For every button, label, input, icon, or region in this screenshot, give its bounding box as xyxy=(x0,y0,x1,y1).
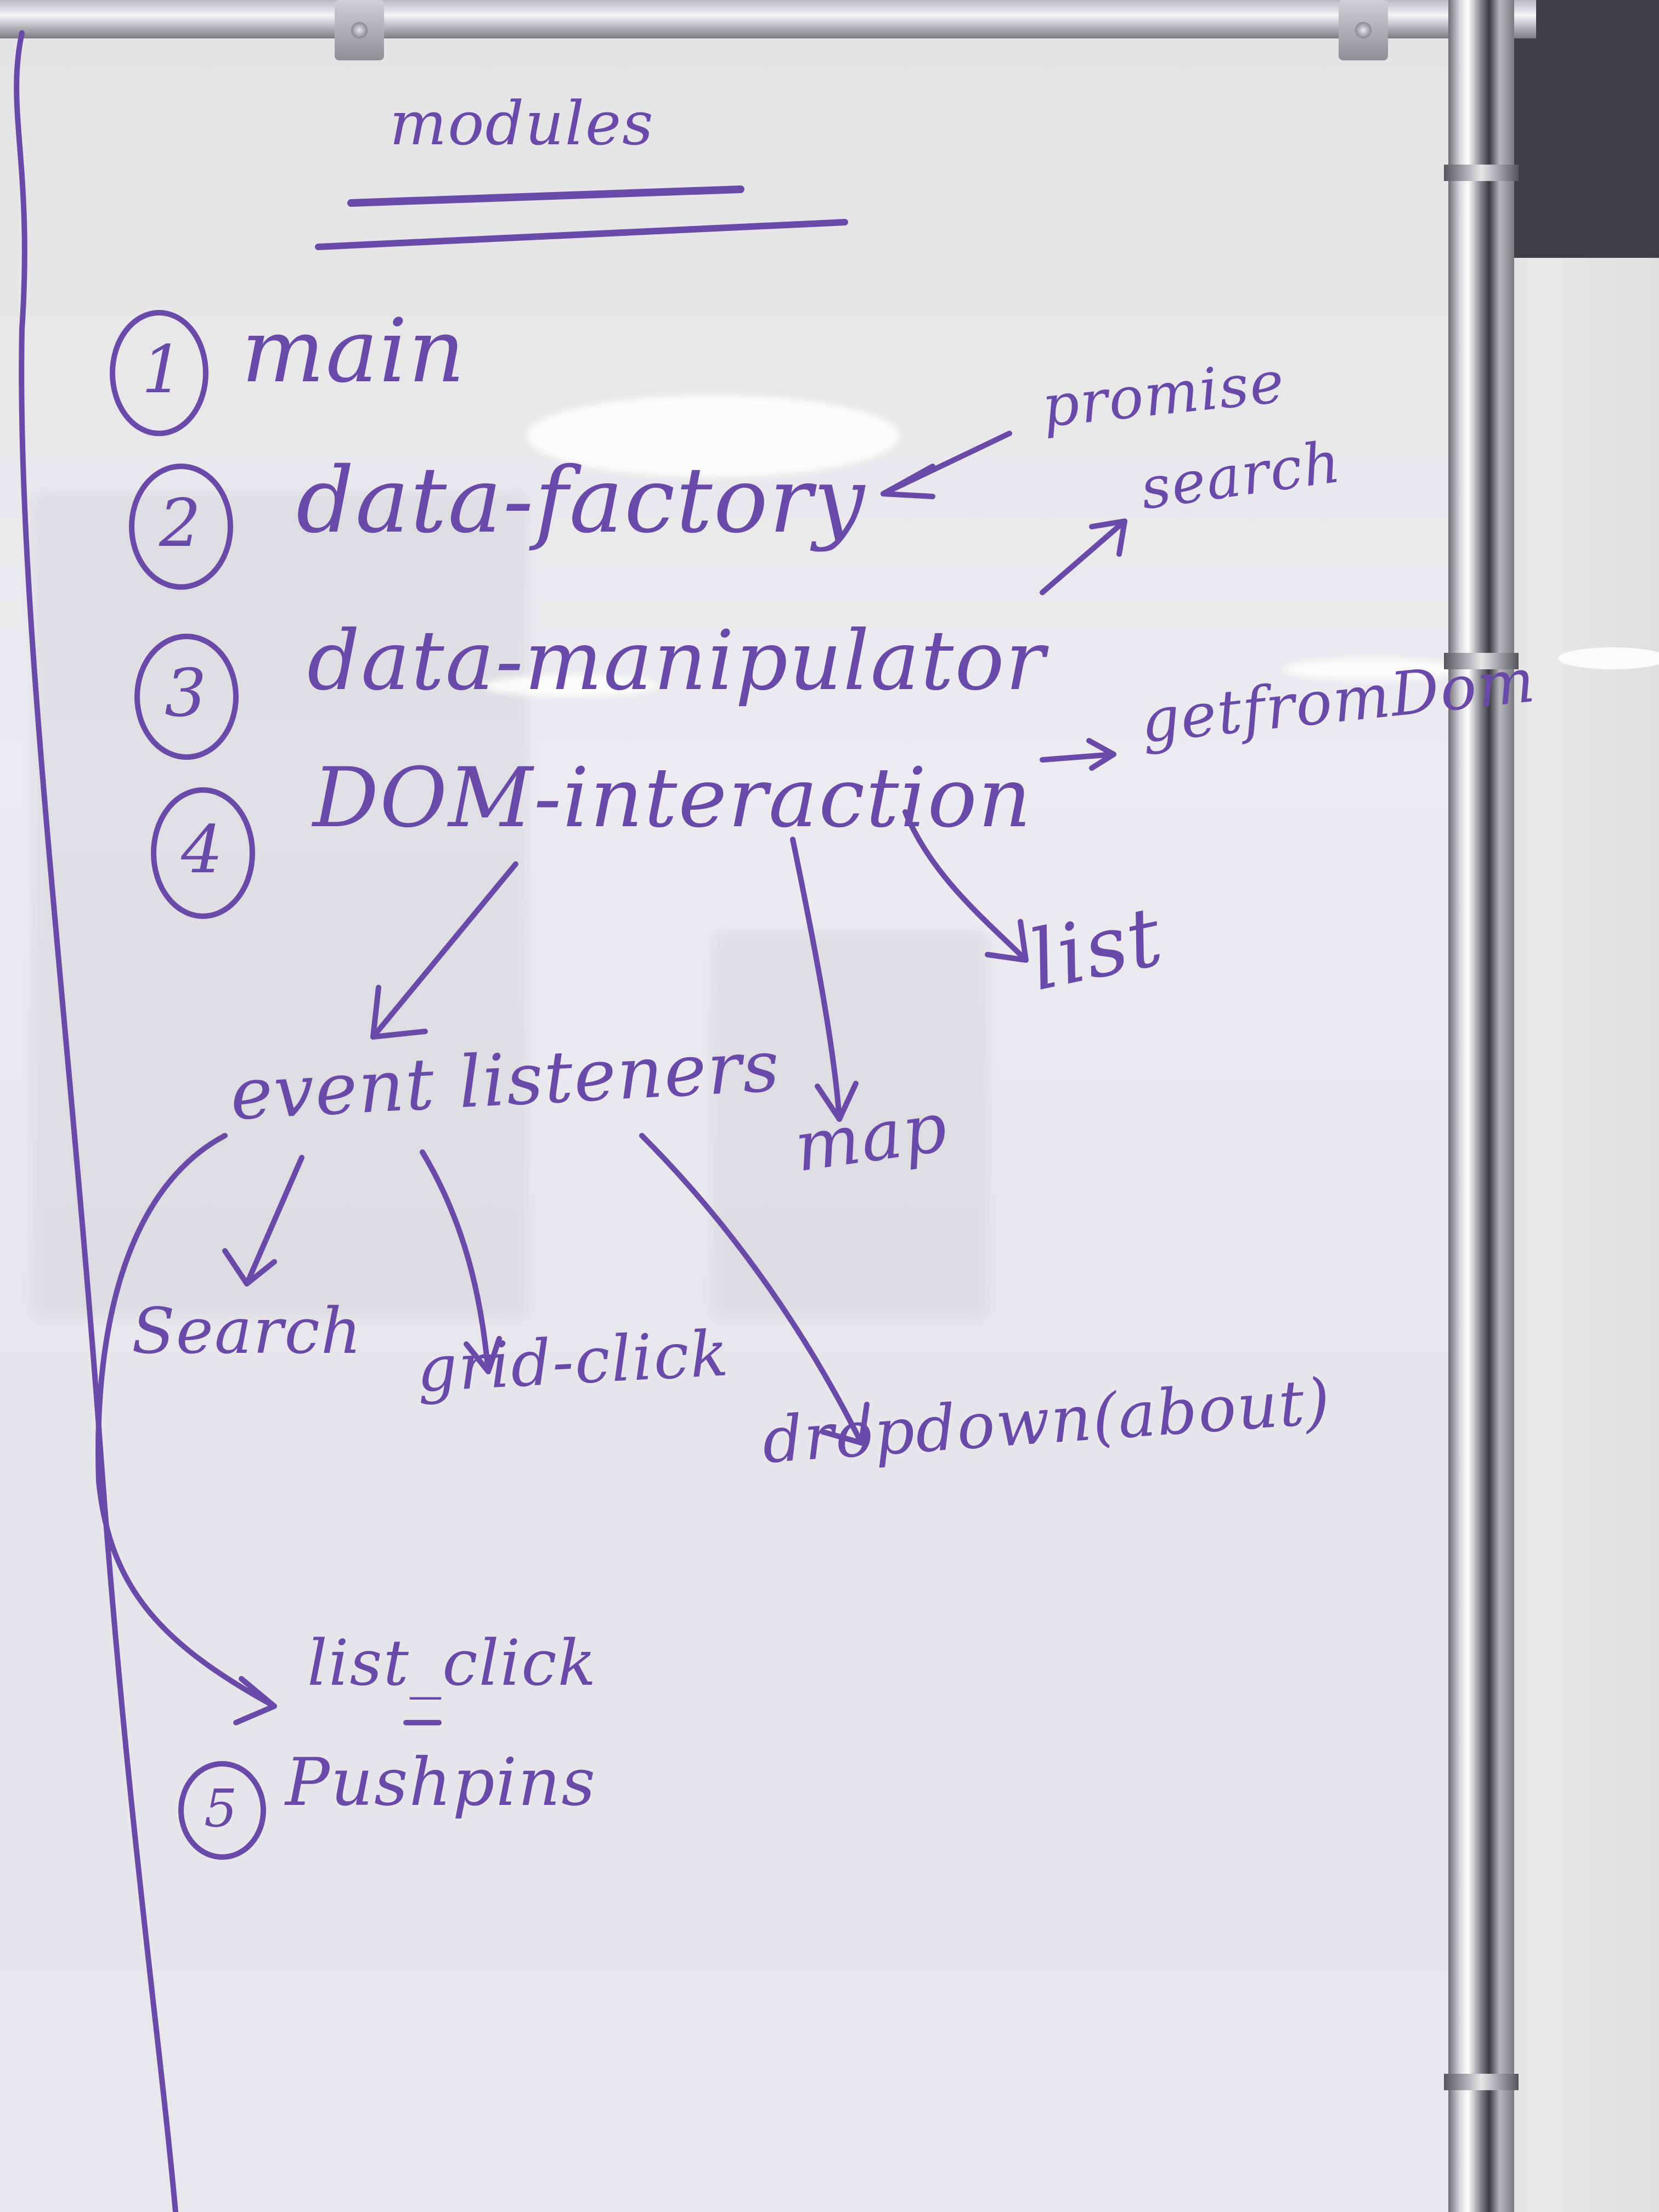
search-handler-arrow xyxy=(244,1155,304,1286)
module-number-4: 4 xyxy=(181,812,223,888)
event-listeners-arrow xyxy=(370,861,518,1040)
arrow-head xyxy=(464,1336,502,1374)
light-glare xyxy=(527,395,900,477)
board-clip xyxy=(1339,0,1388,60)
arrow-head xyxy=(233,1676,277,1725)
arrow-head xyxy=(222,1248,277,1286)
module-number-5: 5 xyxy=(204,1779,238,1839)
ceiling-light xyxy=(1558,647,1659,669)
board-clip xyxy=(335,0,384,60)
module-main: main xyxy=(241,300,466,402)
arrow-head xyxy=(820,1402,870,1446)
heading-modules: modules xyxy=(390,88,654,159)
arrow-head xyxy=(815,1081,859,1122)
search-arrow xyxy=(1040,518,1127,595)
heading-underline xyxy=(315,219,848,250)
module-number-1: 1 xyxy=(142,332,184,408)
module-dom-interaction: DOM-interaction xyxy=(313,751,1032,846)
note-map: map xyxy=(789,1087,953,1188)
number-circle xyxy=(178,1761,266,1860)
number-circle xyxy=(110,310,208,436)
arrow-head xyxy=(1089,518,1127,557)
pole-joint xyxy=(1444,165,1519,181)
pole-joint xyxy=(1444,653,1519,669)
stand-pole xyxy=(1444,0,1519,2212)
module-number-2: 2 xyxy=(159,486,201,562)
arrow-head xyxy=(881,464,935,499)
margin-line xyxy=(14,30,178,2212)
light-glare xyxy=(483,675,658,697)
number-circle xyxy=(129,464,233,590)
module-data-manipulator: data-manipulator xyxy=(307,613,1046,709)
reflection xyxy=(33,494,527,1317)
getfromdom-arrow xyxy=(1040,752,1116,763)
module-number-3: 3 xyxy=(165,656,207,732)
note-list-click: list_click xyxy=(307,1627,597,1700)
note-list: list xyxy=(1021,888,1171,1010)
board-top-frame xyxy=(0,0,1536,38)
note-grid-click: grid-click xyxy=(415,1317,731,1407)
number-circle xyxy=(134,634,239,760)
pole-joint xyxy=(1444,2074,1519,2090)
heading-underline xyxy=(347,185,744,207)
list-arrow xyxy=(902,809,1029,963)
module-pushpins: Pushpins xyxy=(285,1745,596,1821)
light-glare xyxy=(1284,658,1459,680)
list-click-arrow xyxy=(95,1133,277,1709)
grid-click-arrow xyxy=(420,1149,491,1374)
arrow-head xyxy=(985,919,1029,963)
arrow-head xyxy=(1086,738,1116,771)
arrow-head xyxy=(370,985,428,1040)
map-arrow xyxy=(790,837,842,1122)
note-search-handler: Search xyxy=(132,1295,363,1368)
dropdown-arrow xyxy=(639,1133,864,1446)
module-data-factory: data-factory xyxy=(296,448,866,553)
whiteboard-surface xyxy=(0,0,1481,2212)
reflection xyxy=(713,933,988,1317)
number-circle xyxy=(151,787,255,919)
